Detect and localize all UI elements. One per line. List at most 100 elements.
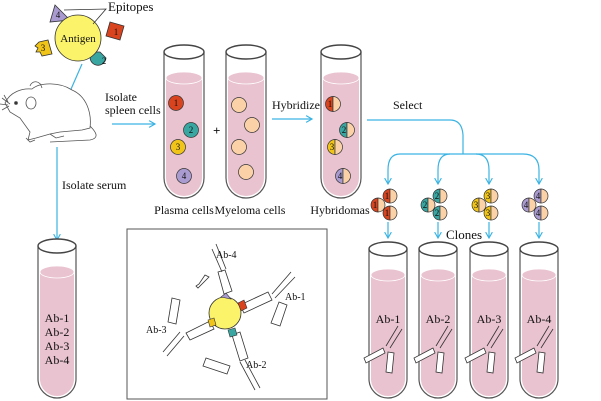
serum-antibody-3: Ab-3 <box>45 339 70 353</box>
epitope-num-4: 4 <box>56 10 61 20</box>
antigen: Antigen 4 1 3 2 Epitopes <box>34 0 154 66</box>
clone-cell: 2 <box>432 205 448 221</box>
myeloma-cell-2 <box>244 117 260 133</box>
clone-cell: 3 <box>483 188 499 204</box>
hybridomas-label: Hybridomas <box>310 203 370 217</box>
svg-text:2: 2 <box>435 191 440 201</box>
serum-antibody-2: Ab-2 <box>45 325 70 339</box>
svg-text:2: 2 <box>435 208 440 218</box>
plasma-cell-4: 4 <box>176 168 192 184</box>
isolate-serum-label: Isolate serum <box>62 178 127 192</box>
plasma-cell-1: 1 <box>168 95 184 111</box>
inset-label-ab1: Ab-1 <box>285 292 306 303</box>
svg-text:1: 1 <box>373 200 378 210</box>
mouse-illustration <box>0 81 97 143</box>
serum-antibody-4: Ab-4 <box>45 353 70 367</box>
isolate-spleen-label-1: Isolate <box>105 90 137 104</box>
clone-cell: 4 <box>521 197 537 213</box>
hybridoma-cell-1: 1 <box>325 96 341 112</box>
clone-tube-1: Ab-1 <box>363 241 408 399</box>
svg-text:1: 1 <box>328 99 333 109</box>
clone-antibody-label-4: Ab-4 <box>527 312 552 326</box>
svg-text:4: 4 <box>182 171 187 181</box>
serum-tube: Ab-1Ab-2Ab-3Ab-4 <box>37 238 77 399</box>
clone-cluster-3: 333 <box>471 188 499 221</box>
svg-text:4: 4 <box>524 200 529 210</box>
myeloma-cells-label: Myeloma cells <box>215 203 286 217</box>
antibody-icon <box>464 325 504 374</box>
clone-antibody-label-2: Ab-2 <box>426 312 451 326</box>
plasma-cells-label: Plasma cells <box>154 203 214 217</box>
svg-text:2: 2 <box>189 125 194 135</box>
myeloma-cells-tube <box>225 44 267 199</box>
clone-tube-2: Ab-2 <box>413 241 458 399</box>
epitope-1 <box>105 21 125 41</box>
binding-inset: Ab-4 Ab-1 Ab-3 Ab-2 <box>126 228 328 400</box>
clone-tube-3: Ab-3 <box>464 241 509 399</box>
plus-sign: + <box>213 123 220 138</box>
isolate-spleen-label-2: spleen cells <box>105 103 161 117</box>
plasma-cells-tube: 1 23 4 <box>163 44 205 199</box>
svg-text:4: 4 <box>536 191 541 201</box>
svg-text:1: 1 <box>385 191 390 201</box>
antigen-body <box>54 14 102 62</box>
clone-antibody-label-1: Ab-1 <box>376 312 401 326</box>
epitope-3 <box>34 39 53 57</box>
hybridoma-cell-4: 4 <box>335 168 351 184</box>
epitopes-label: Epitopes <box>108 0 154 14</box>
select-label: Select <box>393 98 423 112</box>
epitope-num-1: 1 <box>114 27 119 37</box>
clone-cell: 4 <box>533 205 549 221</box>
select-branch-2 <box>434 153 451 186</box>
inset-label-ab4: Ab-4 <box>216 250 237 261</box>
clone-cell: 4 <box>533 188 549 204</box>
svg-text:3: 3 <box>330 142 335 152</box>
clone-cluster-1: 111 <box>370 188 398 221</box>
hybridomas-tube: 1 23 4 <box>320 44 362 199</box>
clone-cell: 3 <box>471 197 487 213</box>
clone-cell: 1 <box>370 197 386 213</box>
clone-cluster-2: 222 <box>420 188 448 221</box>
clone-cell: 2 <box>420 197 436 213</box>
myeloma-cell-3 <box>231 139 247 155</box>
epitope-num-3: 3 <box>41 43 46 53</box>
myeloma-cell-1 <box>231 97 247 113</box>
epitope-num-2: 2 <box>102 56 107 66</box>
svg-text:1: 1 <box>385 208 390 218</box>
hybridoma-cell-2: 2 <box>339 122 355 138</box>
antibody-icon <box>413 325 453 374</box>
clone-cell: 3 <box>483 205 499 221</box>
select-branch-4 <box>522 153 543 186</box>
clone-cluster-4: 444 <box>521 188 549 221</box>
hybridize-label: Hybridize <box>272 98 320 112</box>
inset-label-ab3: Ab-3 <box>146 325 167 336</box>
clone-tube-4: Ab-4 <box>514 241 559 399</box>
myeloma-cell-4 <box>238 164 254 180</box>
select-branch-1 <box>384 153 401 186</box>
clone-antibody-label-3: Ab-3 <box>477 312 502 326</box>
plasma-cell-3: 3 <box>170 139 186 155</box>
select-arrow <box>367 119 464 154</box>
svg-text:2: 2 <box>423 200 428 210</box>
antibody-icon <box>363 325 403 374</box>
select-branch-3 <box>475 153 493 186</box>
svg-text:3: 3 <box>176 142 181 152</box>
svg-text:4: 4 <box>338 171 343 181</box>
clone-cell: 1 <box>382 188 398 204</box>
svg-text:2: 2 <box>342 125 347 135</box>
antigen-label: Antigen <box>60 33 96 45</box>
epitope-4 <box>49 4 71 23</box>
clone-cell: 2 <box>432 188 448 204</box>
antibody-icon <box>514 325 554 374</box>
serum-antibody-1: Ab-1 <box>45 311 70 325</box>
clone-cell: 1 <box>382 205 398 221</box>
plasma-cell-2: 2 <box>183 122 199 138</box>
epitopes-pointer <box>63 8 107 25</box>
svg-text:3: 3 <box>486 208 491 218</box>
svg-text:3: 3 <box>486 191 491 201</box>
svg-text:1: 1 <box>174 98 179 108</box>
inset-label-ab2: Ab-2 <box>246 360 267 371</box>
clones-label: Clones <box>446 227 482 242</box>
hybridoma-cell-3: 3 <box>327 139 343 155</box>
